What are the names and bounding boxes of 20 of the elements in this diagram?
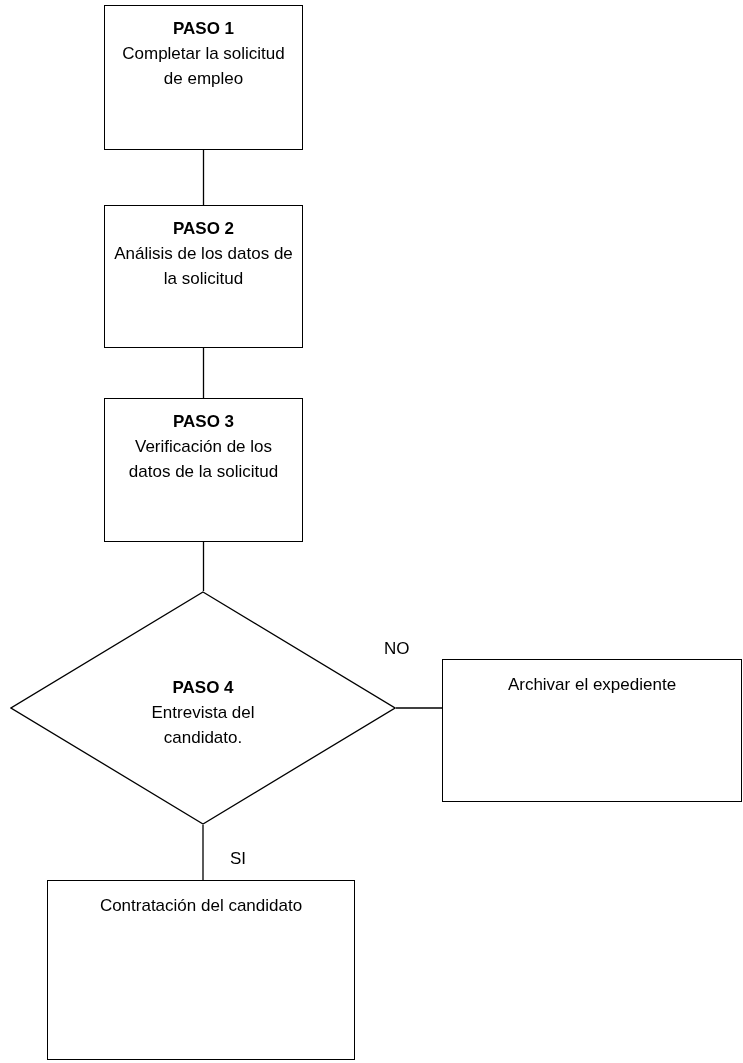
step-text: Verificación de los datos de la solicitud [127, 436, 280, 483]
process-box [442, 659, 742, 802]
connector-line [202, 149, 205, 206]
process-box [104, 5, 303, 150]
connector-line [202, 347, 205, 399]
step-text: Entrevista del candidato. [150, 702, 256, 749]
step-text: Análisis de los datos de la solicitud [113, 243, 294, 290]
connector-line [202, 541, 205, 592]
step-heading: PASO 4 [172, 677, 234, 699]
step-heading: PASO 1 [171, 18, 236, 40]
step-text: Contratación del candidato [98, 895, 304, 917]
step-text: Archivar el expediente [506, 674, 678, 696]
connector-line [202, 824, 204, 881]
process-box [47, 880, 355, 1060]
connector-line [395, 707, 443, 709]
process-box [104, 205, 303, 348]
step-heading: PASO 2 [171, 218, 236, 240]
step-text: Completar la solicitud de empleo [121, 43, 286, 90]
process-box [104, 398, 303, 542]
step-heading: PASO 3 [171, 411, 236, 433]
